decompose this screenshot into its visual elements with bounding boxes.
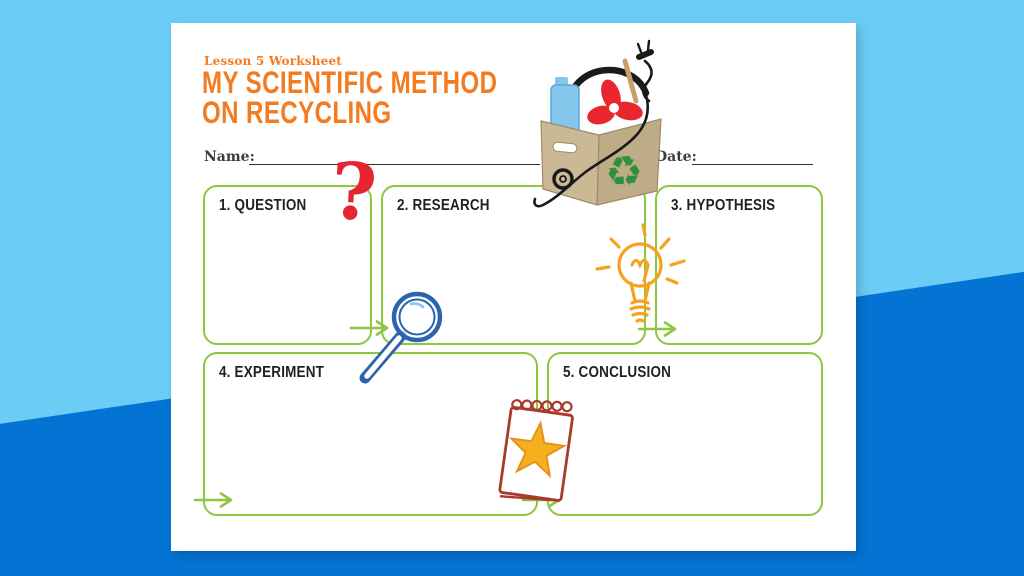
fan-blades-icon (587, 79, 643, 125)
date-label: Date: (655, 149, 697, 165)
magnifying-glass-icon (359, 291, 443, 384)
arrow-into-experiment-icon (193, 492, 233, 508)
stick-icon (622, 58, 639, 104)
worksheet-title: MY SCIENTIFIC METHOD ON RECYCLING (202, 65, 498, 131)
arrow-question-to-research-icon (349, 320, 389, 336)
plug-prongs-icon (636, 39, 651, 54)
box-research-label: 2. RESEARCH (397, 197, 490, 215)
power-cord-icon (642, 59, 653, 103)
box-question: 1. QUESTION (203, 185, 372, 345)
recycle-symbol-icon: ♻ (603, 147, 645, 197)
box-experiment-label: 4. EXPERIMENT (219, 364, 325, 382)
title-line-1: MY SCIENTIFIC METHOD (202, 65, 498, 101)
lightbulb-icon (595, 223, 686, 323)
name-line (249, 164, 540, 165)
box-conclusion-label: 5. CONCLUSION (563, 364, 672, 382)
name-label: Name: (204, 149, 255, 165)
box-hypothesis: 3. HYPOTHESIS (655, 185, 823, 345)
earcup-inner (559, 175, 567, 183)
question-mark-icon: ? (328, 145, 380, 240)
headphone-cord-icon (533, 93, 650, 208)
plug-icon (636, 49, 654, 60)
box-handle-slot (552, 141, 578, 154)
arrow-research-to-hypothesis-icon (637, 321, 677, 337)
box-hypothesis-label: 3. HYPOTHESIS (671, 197, 776, 215)
box-question-label: 1. QUESTION (219, 197, 307, 215)
worksheet-page: Lesson 5 Worksheet MY SCIENTIFIC METHOD … (171, 23, 856, 551)
box-left-face (540, 120, 600, 206)
earcup-icon (552, 168, 574, 190)
notepad-star-icon (498, 399, 574, 502)
recycling-box-illustration: ♻ (533, 39, 662, 208)
star-icon (508, 420, 568, 479)
lesson-eyebrow: Lesson 5 Worksheet (204, 54, 343, 68)
title-line-2: ON RECYCLING (202, 95, 392, 131)
date-line (692, 164, 813, 165)
